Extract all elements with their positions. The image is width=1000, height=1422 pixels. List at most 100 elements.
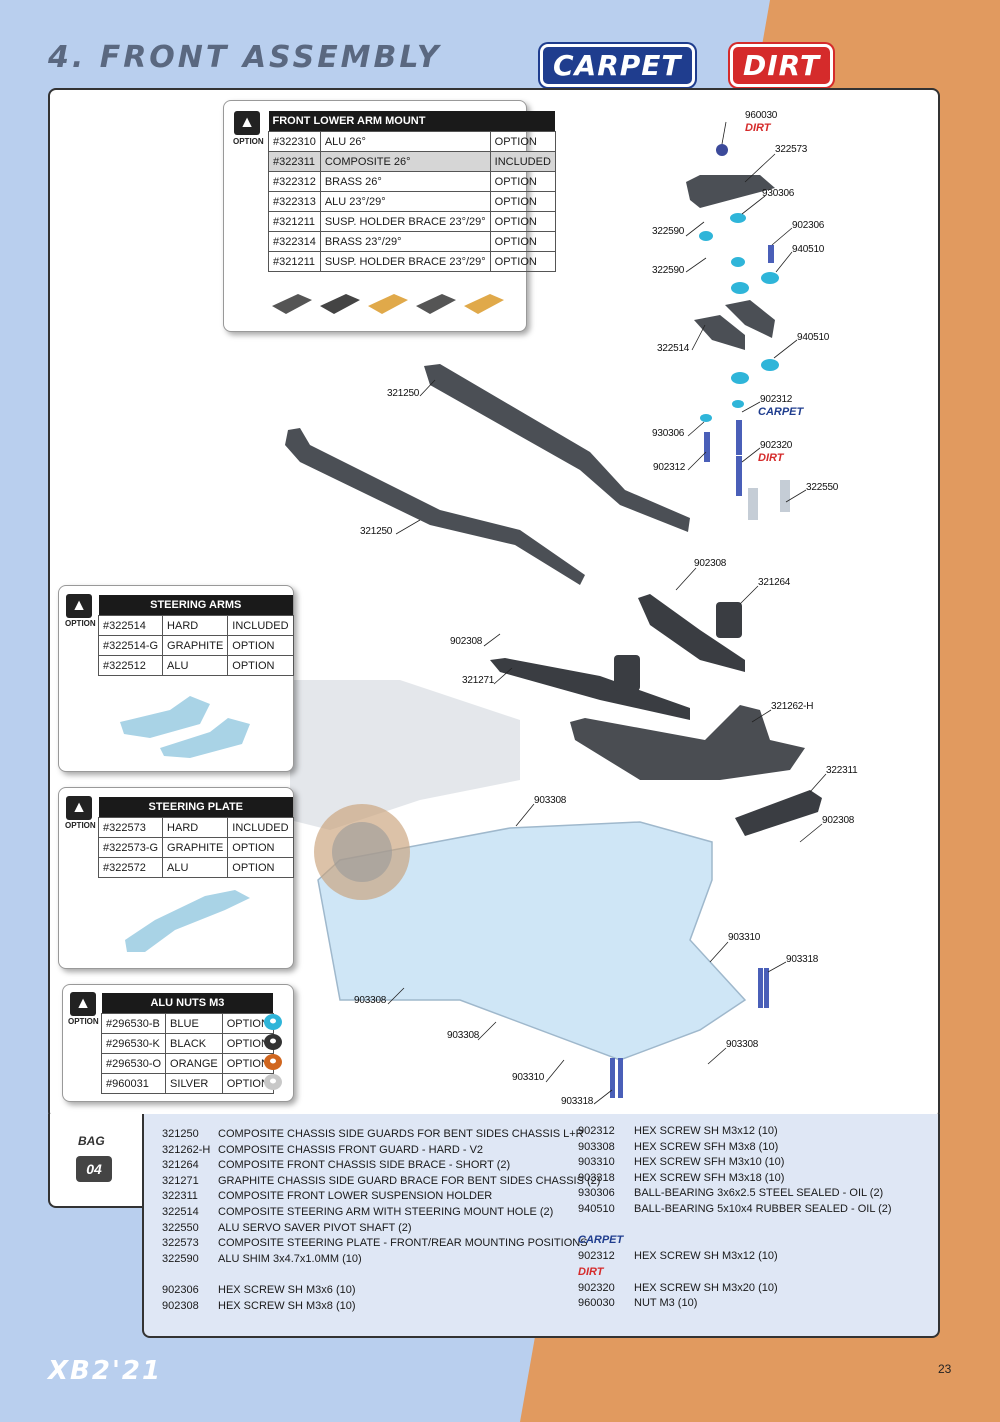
callout-322311: 322311 bbox=[826, 765, 858, 776]
callout-321262h: 321262-H bbox=[771, 701, 814, 712]
option-label: OPTION bbox=[233, 137, 264, 146]
callout-322590-b: 322590 bbox=[652, 265, 685, 276]
callout-903308-c: 903308 bbox=[447, 1030, 480, 1041]
nut-hole bbox=[270, 1078, 276, 1084]
callout-902308-c: 902308 bbox=[822, 815, 855, 826]
side-brace-1 bbox=[716, 602, 742, 638]
table-title: ALU NUTS M3 bbox=[101, 993, 274, 1014]
chassis-plate bbox=[317, 821, 747, 1061]
callout-902308: 902308 bbox=[694, 558, 727, 569]
nut bbox=[716, 144, 728, 156]
part-description: COMPOSITE FRONT LOWER SUSPENSION HOLDER bbox=[218, 1190, 493, 1203]
callout-321264: 321264 bbox=[758, 577, 791, 588]
part-description: COMPOSITE CHASSIS SIDE GUARDS FOR BENT S… bbox=[218, 1128, 584, 1140]
callout-tag-carpet: CARPET bbox=[758, 406, 804, 418]
callout-903308-d: 903308 bbox=[726, 1039, 759, 1050]
part-description: HEX SCREW SH M3x20 (10) bbox=[634, 1281, 778, 1294]
callout-902312-b: 902312 bbox=[653, 462, 686, 473]
part-description: GRAPHITE CHASSIS SIDE GUARD BRACE FOR BE… bbox=[218, 1174, 601, 1187]
callout-322514: 322514 bbox=[657, 343, 690, 354]
graphite-brace-left bbox=[490, 658, 690, 720]
steering-arm-2 bbox=[725, 300, 775, 338]
part-row: 321264 COMPOSITE FRONT CHASSIS SIDE BRACE… bbox=[162, 1158, 600, 1174]
part-code: 902312 bbox=[578, 1125, 615, 1137]
part-description: COMPOSITE STEERING PLATE - FRONT/REAR MO… bbox=[218, 1237, 588, 1250]
callout-322573: 322573 bbox=[775, 144, 808, 155]
thumbs-up-icon: ▲ bbox=[234, 111, 260, 135]
part-code: 940510 bbox=[578, 1202, 615, 1215]
part-code: 903318 bbox=[578, 1171, 615, 1184]
callout-322550: 322550 bbox=[806, 482, 839, 493]
dirt-badge: DIRT bbox=[730, 44, 834, 87]
nut-hole bbox=[270, 1058, 276, 1064]
option-label: OPTION bbox=[68, 1017, 99, 1026]
page-title: 4. FRONT ASSEMBLY bbox=[48, 40, 442, 75]
dirt-tag: DIRT bbox=[578, 1265, 604, 1278]
screw bbox=[704, 432, 710, 462]
callout-tag-dirt-960030: DIRT bbox=[745, 122, 771, 134]
callout-960030: 960030 bbox=[745, 110, 778, 121]
steering-arm-1 bbox=[694, 315, 745, 350]
arm-mount-thumbnails bbox=[272, 294, 504, 314]
table-title: STEERING PLATE bbox=[98, 797, 294, 818]
alu-nut-swatches bbox=[264, 1014, 282, 1090]
table-title: FRONT LOWER ARM MOUNT bbox=[268, 111, 556, 132]
callout-321271: 321271 bbox=[462, 675, 495, 686]
thumbs-up-icon: ▲ bbox=[70, 992, 96, 1016]
side-brace-2 bbox=[614, 655, 640, 691]
part-code: 322311 bbox=[162, 1190, 198, 1203]
part-description: COMPOSITE FRONT CHASSIS SIDE BRACE - SHO… bbox=[218, 1159, 511, 1172]
option-label: OPTION bbox=[65, 821, 96, 830]
model-logo: XB2'21 bbox=[48, 1356, 163, 1386]
callout-322590: 322590 bbox=[652, 226, 685, 237]
carpet-tag: CARPET bbox=[578, 1234, 624, 1247]
callout-930306: 930306 bbox=[762, 188, 795, 199]
callout-902312: 902312 bbox=[760, 394, 793, 405]
part-description: BALL-BEARING 3x6x2.5 STEEL SEALED - OIL … bbox=[634, 1187, 884, 1200]
callout-903308: 903308 bbox=[534, 795, 567, 806]
part-description: BALL-BEARING 5x10x4 RUBBER SEALED - OIL … bbox=[634, 1202, 892, 1215]
part-code: 902320 bbox=[578, 1281, 615, 1294]
front-lower-susp-holder bbox=[735, 790, 822, 836]
graphite-brace-right bbox=[638, 594, 745, 672]
option-label: OPTION bbox=[65, 619, 96, 628]
part-code: 321264 bbox=[162, 1159, 199, 1172]
callout-930306-b: 930306 bbox=[652, 428, 685, 439]
callout-903318-b: 903318 bbox=[561, 1096, 594, 1107]
part-row: 940510 BALL-BEARING 5x10x4 RUBBER SEALED … bbox=[578, 1202, 892, 1218]
part-description: ALU SHIM 3x4.7x1.0MM (10) bbox=[218, 1252, 362, 1265]
part-description: HEX SCREW SH M3x12 (10) bbox=[634, 1125, 778, 1137]
callout-321250-b: 321250 bbox=[360, 526, 393, 537]
steering-plate-image bbox=[125, 890, 250, 952]
part-code: 322573 bbox=[162, 1237, 199, 1250]
part-description: HEX SCREW SFH M3x8 (10) bbox=[634, 1140, 779, 1153]
faded-car-body bbox=[290, 680, 520, 830]
callout-940510: 940510 bbox=[792, 244, 825, 255]
part-code: 322514 bbox=[162, 1205, 199, 1218]
part-description: HEX SCREW SFH M3x10 (10) bbox=[634, 1156, 785, 1169]
part-description: COMPOSITE STEERING ARM WITH STEERING MOU… bbox=[218, 1205, 554, 1218]
table-title: STEERING ARMS bbox=[98, 595, 294, 616]
callout-tag-dirt-902320: DIRT bbox=[758, 452, 784, 464]
part-row: 322311 COMPOSITE FRONT LOWER SUSPENSION H… bbox=[162, 1189, 600, 1205]
